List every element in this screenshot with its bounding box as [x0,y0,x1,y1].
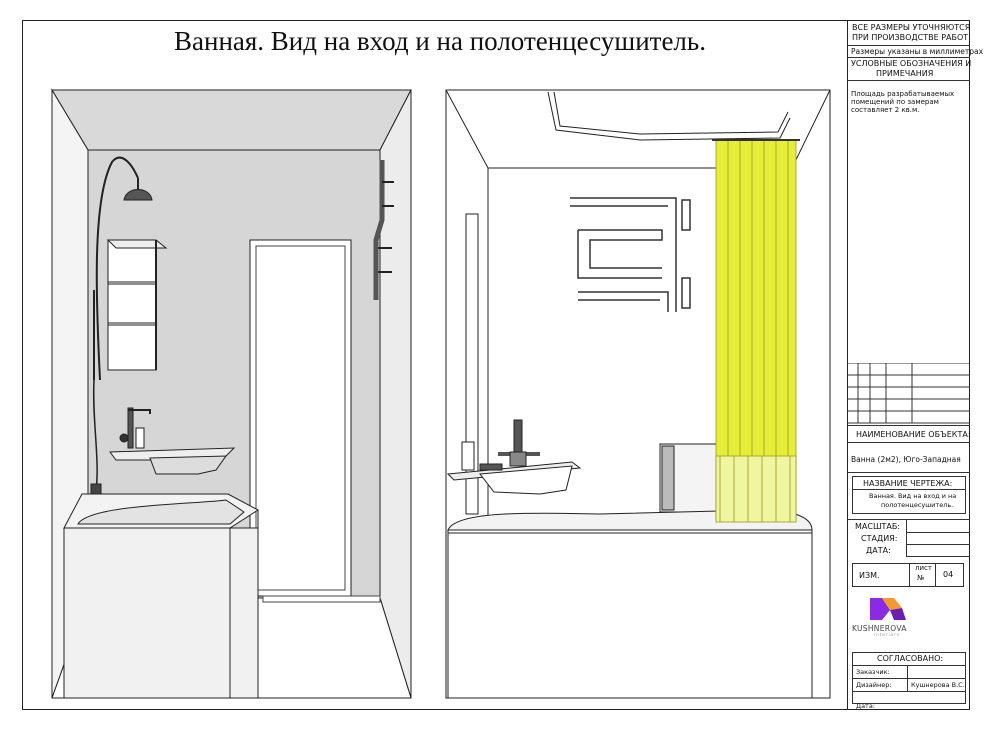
area-note-1: Площадь разрабатываемых [851,90,955,98]
drawing-name-line-1: Ванная. Вид на вход и на [869,492,957,500]
date-label: ДАТА: [866,546,891,555]
left-elevation-view [51,88,412,699]
approval-box: СОГЛАСОВАНО: Заказчик: Дизайнер: Кушнеро… [852,652,966,704]
logo-subtitle: interiors [874,633,900,638]
logo-text: KUSHNEROVA [852,624,907,633]
sheet-label-2: № [917,574,925,582]
signature-date-label: Дата: [856,702,876,710]
object-value: Ванна (2м2), Юго-Западная [851,455,961,464]
scale-label: МАСШТАБ: [855,522,901,531]
sheet-label-1: лист [915,564,932,572]
notice-line-1: ВСЕ РАЗМЕРЫ УТОЧНЯЮТСЯ [852,23,971,32]
drawing-name-line-2: полотенцесушитель. [881,501,954,509]
change-label: ИЗМ. [859,571,880,580]
drawing-name-box: НАЗВАНИЕ ЧЕРТЕЖА: Ванная. Вид на вход и … [852,476,966,514]
area-note-2: помещений по замерам [851,98,939,106]
sheet-number-box: ИЗМ. лист № 04 [852,563,964,587]
object-label: НАИМЕНОВАНИЕ ОБЪЕКТА: [856,430,971,439]
legend-heading-2: ПРИМЕЧАНИЯ [876,69,934,78]
shower-curtain [712,139,800,523]
approved-label: СОГЛАСОВАНО: [877,654,944,663]
notice-line-2: ПРИ ПРОИЗВОДСТВЕ РАБОТ. [852,33,971,42]
area-note-3: составляет 2 кв.м. [851,106,920,114]
drawing-name-label: НАЗВАНИЕ ЧЕРТЕЖА: [863,479,953,488]
stage-label: СТАДИЯ: [861,534,898,543]
designer-value: Кушнерова В.С. [911,681,965,689]
units-note: Размеры указаны в миллиметрах [851,47,984,56]
sheet-frame [22,20,970,710]
kushnerova-logo-icon [870,598,906,620]
revision-grid [848,363,970,424]
legend-heading-1: УСЛОВНЫЕ ОБОЗНАЧЕНИЯ И [851,59,972,68]
sheet-number: 04 [943,570,954,579]
customer-label: Заказчик: [856,668,890,676]
designer-label: Дизайнер: [856,681,892,689]
title-block: ВСЕ РАЗМЕРЫ УТОЧНЯЮТСЯ ПРИ ПРОИЗВОДСТВЕ … [847,20,983,710]
drawing-title: Ванная. Вид на вход и на полотенцесушите… [174,26,706,56]
